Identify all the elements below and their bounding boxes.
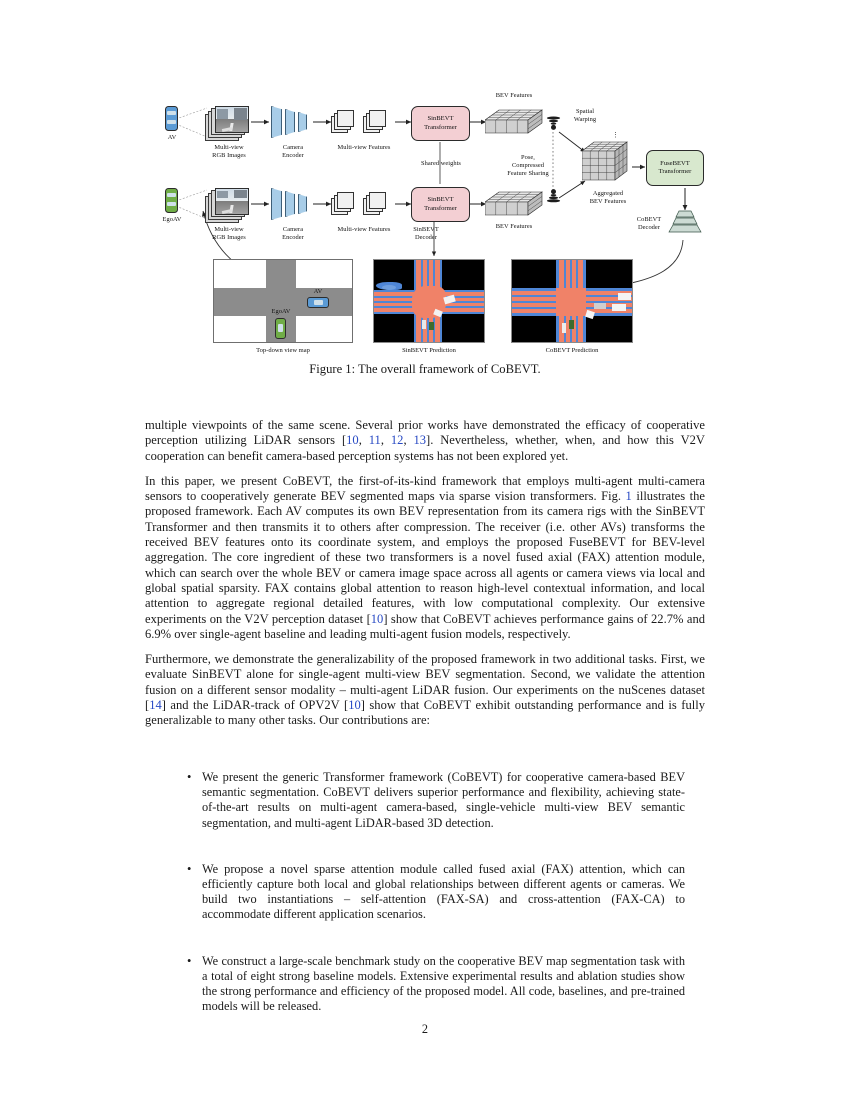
list-item-text: We construct a large-scale benchmark stu… xyxy=(202,953,685,1014)
citation-link[interactable]: 10 xyxy=(346,433,359,448)
mv-features-top-label: Multi-view Features xyxy=(337,144,391,151)
topdown-map-caption: Top-down view map xyxy=(256,347,310,354)
sinbevt-prediction-caption: SinBEVT Prediction xyxy=(402,347,456,354)
bev-features-top-label: BEV Features xyxy=(495,92,533,99)
egoav-car-icon xyxy=(165,188,178,213)
av-label: AV xyxy=(167,134,177,141)
aggregated-bev-features: ⋮ xyxy=(581,131,634,193)
citation-link[interactable]: 10 xyxy=(348,697,361,712)
list-item-text: We propose a novel sparse attention modu… xyxy=(202,861,685,922)
mv-features-bottom-label: Multi-view Features xyxy=(337,226,391,233)
cobevt-prediction-caption: CoBEVT Prediction xyxy=(545,347,599,354)
wifi-icon-bottom xyxy=(546,188,561,211)
sinbevt-prediction-panel xyxy=(373,259,485,343)
citation-link[interactable]: 1 xyxy=(625,488,632,503)
rgb-image-stack-bottom xyxy=(205,188,253,223)
camera-encoder-bottom xyxy=(271,186,313,222)
paragraph-1: multiple viewpoints of the same scene. S… xyxy=(145,418,705,463)
bullet-marker: • xyxy=(187,861,192,876)
page-number: 2 xyxy=(421,1022,429,1036)
rgb-photo-bottom xyxy=(215,188,249,215)
rgb-photo-top xyxy=(215,106,249,133)
av-car-icon xyxy=(165,106,178,131)
list-item: • We propose a novel sparse attention mo… xyxy=(185,862,685,923)
list-item: • We present the generic Transformer fra… xyxy=(185,770,685,831)
bev-features-top xyxy=(484,108,543,143)
citation-link[interactable]: 11 xyxy=(368,433,381,448)
body-text: multiple viewpoints of the same scene. S… xyxy=(145,418,705,738)
egoav-label: EgoAV xyxy=(162,216,182,223)
mv-features-top xyxy=(331,110,395,136)
paragraph-2: In this paper, we present CoBEVT, the fi… xyxy=(145,473,705,641)
contributions-list: • We present the generic Transformer fra… xyxy=(185,770,685,1045)
list-item-text: We present the generic Transformer frame… xyxy=(202,770,685,830)
citation-link[interactable]: 13 xyxy=(413,433,427,448)
bullet-marker: • xyxy=(187,953,192,968)
citation-link[interactable]: 10 xyxy=(370,611,384,626)
rgb-image-stack-top xyxy=(205,106,253,141)
map-egoav-car xyxy=(275,318,286,339)
paragraph-3: Furthermore, we demonstrate the generali… xyxy=(145,651,705,728)
citation-link[interactable]: 12 xyxy=(390,433,404,448)
cobevt-decoder-icon xyxy=(667,210,703,245)
list-item: • We construct a large-scale benchmark s… xyxy=(185,954,685,1015)
bev-features-bottom xyxy=(484,190,543,225)
topdown-view-map: AV EgoAV xyxy=(213,259,353,343)
antenna-icon-top xyxy=(546,114,561,137)
cobevt-prediction-panel xyxy=(511,259,633,343)
citation-link[interactable]: 14 xyxy=(149,697,162,712)
figure-caption: Figure 1: The overall framework of CoBEV… xyxy=(309,362,541,376)
camera-encoder-top xyxy=(271,104,313,140)
shared-weights-label: Shared weights xyxy=(421,160,461,167)
mv-features-bottom xyxy=(331,192,395,218)
bullet-marker: • xyxy=(187,770,192,784)
map-av-car xyxy=(307,297,329,308)
map-egoav-tag: EgoAV xyxy=(271,308,291,315)
map-av-tag: AV xyxy=(313,288,323,295)
bev-features-bottom-label: BEV Features xyxy=(495,223,533,230)
map-road-horizontal xyxy=(214,288,352,316)
